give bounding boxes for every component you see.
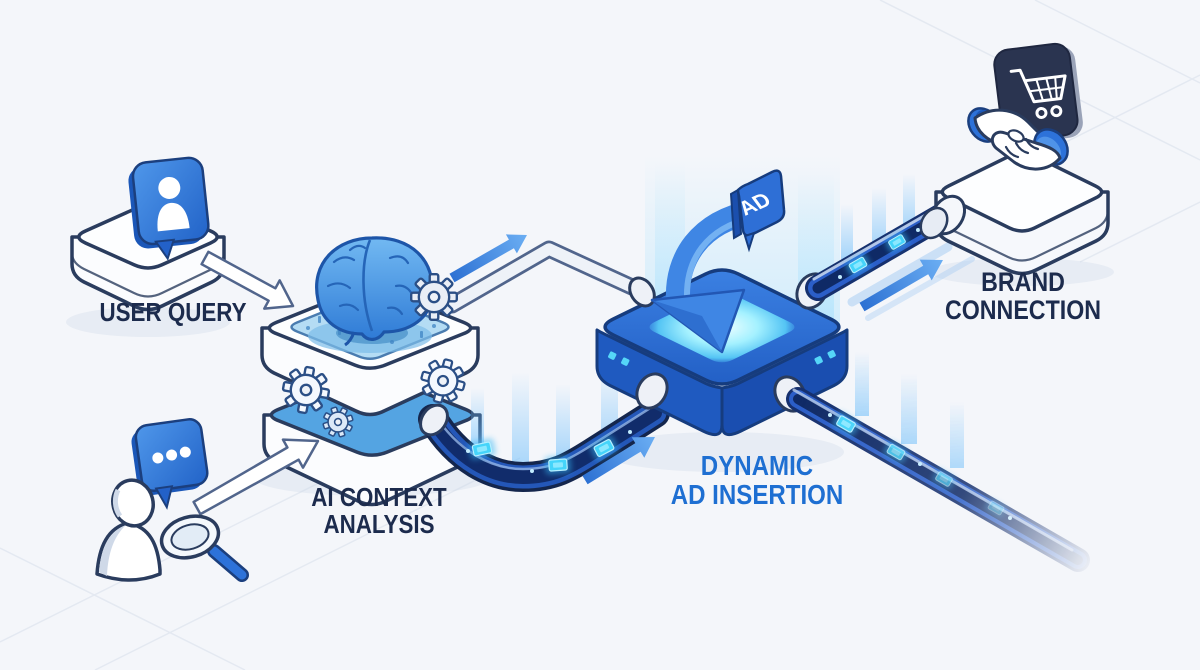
label-brand-connection: BRAND CONNECTION — [920, 268, 1126, 324]
speech-bubble-icon — [131, 418, 209, 510]
connector-collar — [635, 372, 669, 410]
handshake-right-arm — [990, 130, 1062, 171]
user-query-text: USER QUERY — [99, 297, 247, 327]
flow-arrows-outline — [192, 250, 320, 516]
user-query-platform — [70, 156, 226, 312]
ai-context-line1: AI CONTEXT — [311, 482, 447, 512]
arrow-person-to-ai — [192, 438, 320, 516]
pipe-sparkles — [838, 228, 920, 279]
audience-icons — [95, 418, 249, 582]
person-icon — [95, 478, 162, 582]
arrow-user-to-ai — [200, 250, 295, 310]
ai-pipe-collar — [419, 403, 449, 437]
pipe-sparkles — [466, 430, 632, 473]
label-ai-context-analysis: AI CONTEXT ANALYSIS — [276, 484, 482, 538]
ai-analysis-platform — [260, 236, 482, 507]
handshake-icon — [967, 107, 1069, 171]
pipe-ai-to-cube-top — [443, 240, 641, 314]
brand-line1: BRAND — [981, 267, 1065, 297]
arrow-pipe-b — [582, 437, 655, 485]
ai-context-line2: ANALYSIS — [323, 509, 435, 539]
brand-pipe-streaks — [841, 174, 915, 260]
brand-line2: CONNECTION — [944, 295, 1102, 325]
pipe-ai-to-cube-data — [418, 398, 670, 493]
pipe-cube-to-bottom-right — [786, 352, 1090, 572]
user-chat-bubble-icon — [128, 156, 210, 261]
flow-arrows-blue — [449, 234, 943, 485]
label-dynamic-ad-insertion: DYNAMIC AD INSERTION — [654, 451, 860, 509]
dynamic-line1: DYNAMIC — [700, 450, 814, 481]
cube-indicator-lights — [608, 350, 836, 366]
data-chip — [544, 455, 571, 475]
handshake-knuckles — [1004, 137, 1040, 159]
dynamic-line2: AD INSERTION — [670, 479, 844, 510]
gear-icon — [410, 273, 458, 321]
arrow-to-brand — [859, 259, 943, 312]
ad-tag-icon: AD — [729, 169, 786, 253]
arrow-ai-up — [449, 234, 527, 283]
label-user-query: USER QUERY — [70, 299, 276, 326]
connector-collar — [628, 276, 656, 308]
magnifier-icon — [159, 514, 249, 582]
brand-pipe-collar — [919, 194, 967, 240]
handshake-thumb — [1007, 129, 1025, 143]
